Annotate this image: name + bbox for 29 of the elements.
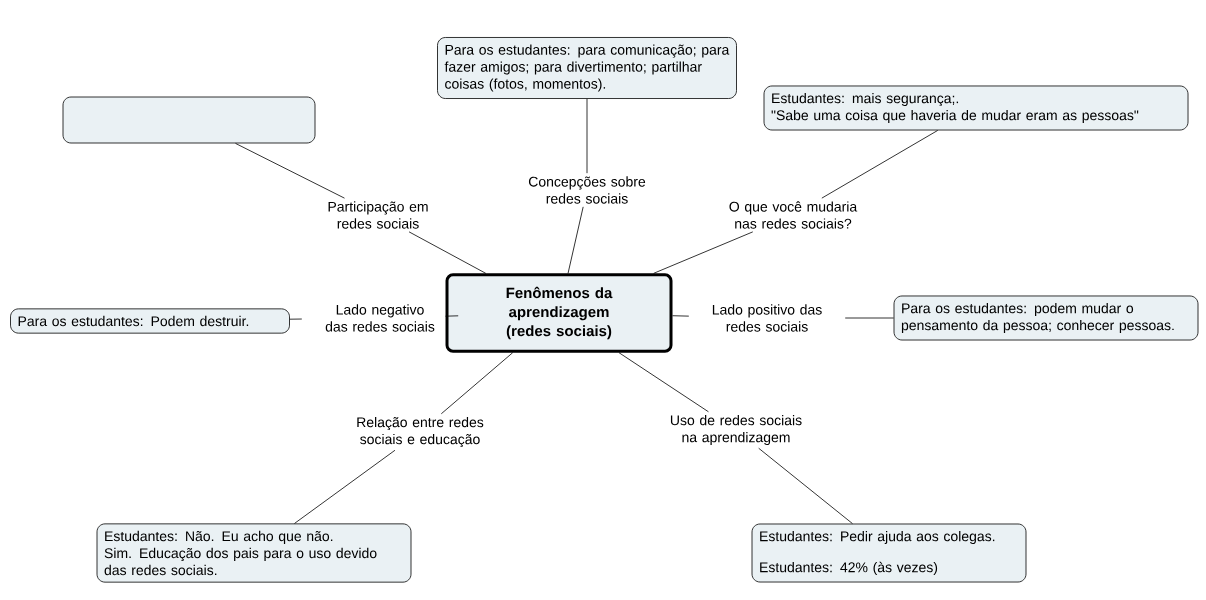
topic-label: Concepções sobre redes sociais [528,176,646,204]
central-topic-box: Fenômenos da aprendizagem (redes sociais) [445,273,673,353]
topic-label: Relação entre redes sociais e educação [357,416,484,448]
connector-line [289,318,303,320]
note-box: Estudantes: Pedir ajuda aos colegas. Estudantes: 42% (às vezes) [751,523,1027,583]
connector-line [821,130,939,199]
topic-label: Lado positivo das redes sociais [712,304,822,332]
topic-label: Participação em redes sociais [328,201,428,229]
connector-line [445,315,459,317]
connector-line [653,231,754,274]
topic-label: O que você mudaria nas redes sociais? [729,201,858,229]
note-box: Para os estudantes: para comunicação; para fazer amigos; para divertimento; partilhar coisas (fotos, momentos). [437,37,737,99]
connector-line [586,98,588,174]
connector-line [440,352,514,415]
note-box: Estudantes: mais segurança;. "Sabe uma coisa que haveria de mudar eram as pessoas" [763,85,1189,131]
connector-line [408,231,487,274]
topic-label: Uso de redes sociais na aprendizagem [670,415,802,446]
connector-line [618,352,709,413]
note-box [62,96,316,144]
note-box: Para os estudantes: podem mudar o pensamento da pessoa; conhecer pessoas. [893,295,1199,341]
note-box: Para os estudantes: Podem destruir. [10,308,290,334]
connector-line [235,143,345,199]
connector-line [672,315,690,317]
connector-line [758,447,853,524]
connector-line [567,206,584,274]
connector-line [844,317,894,319]
connector-line [294,449,396,524]
topic-label: Lado negativo das redes sociais [325,304,435,332]
note-box: Estudantes: Não. Eu acho que não. Sim. Educação dos pais para o uso devido das redes sociais. [96,523,412,583]
